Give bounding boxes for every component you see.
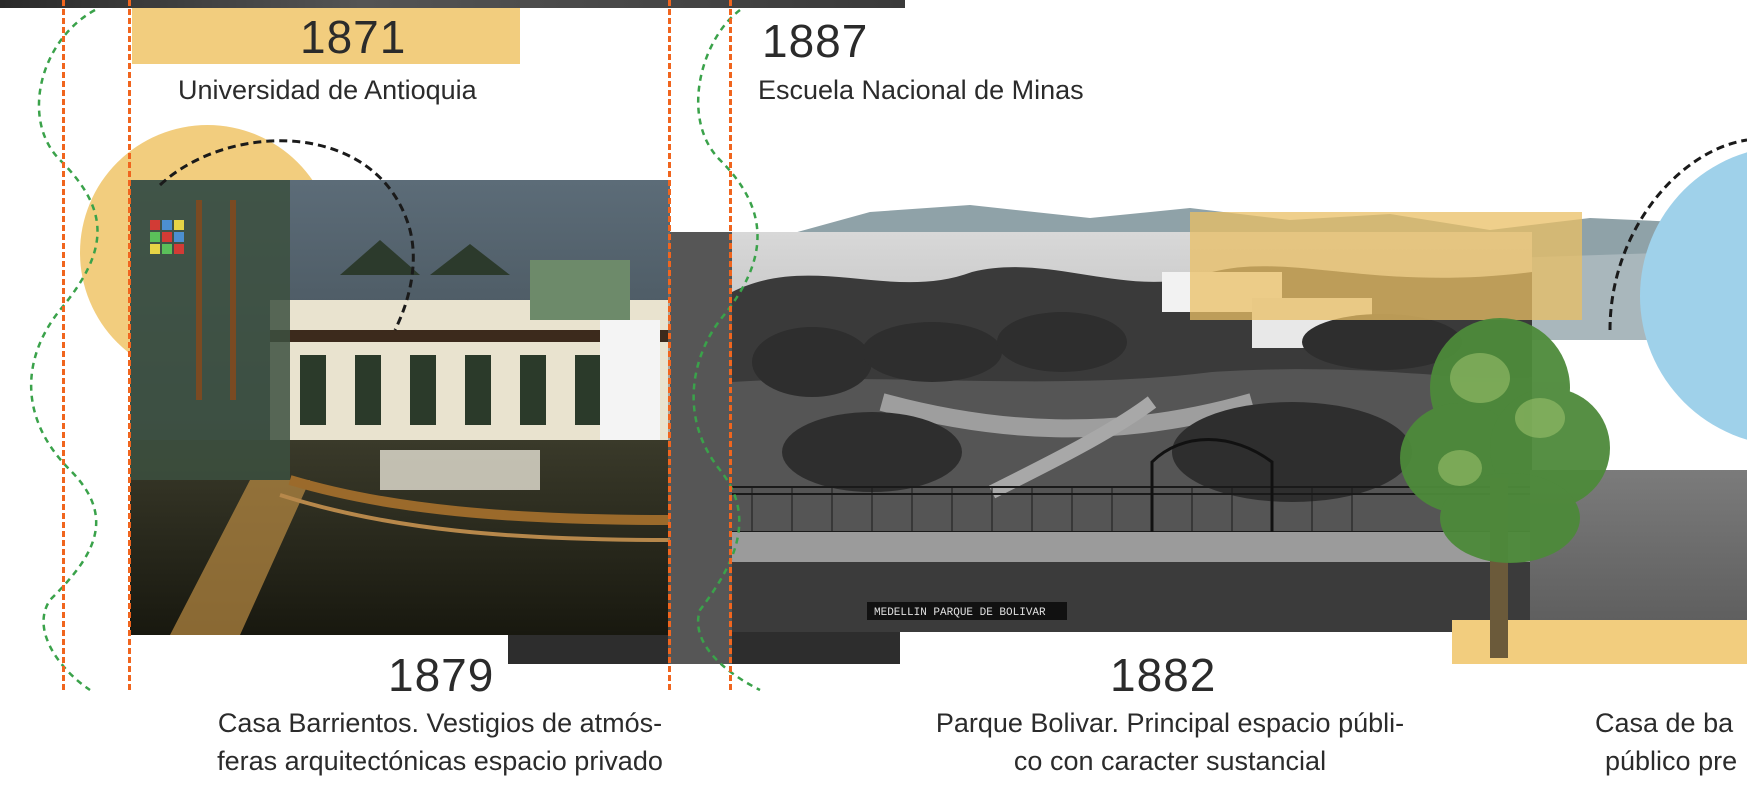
- caption-partial-line-2: público pre: [1605, 746, 1738, 776]
- caption-1879: Casa Barrientos. Vestigios de atmós- fer…: [170, 704, 710, 780]
- photo-casa-barrientos: [130, 180, 670, 635]
- caption-partial-line-1: Casa de ba: [1595, 708, 1734, 738]
- tree-illustration: [1400, 318, 1610, 658]
- caption-1882: Parque Bolivar. Principal espacio públi-…: [875, 704, 1465, 780]
- year-1879: 1879: [388, 649, 495, 701]
- year-1887: 1887: [762, 15, 869, 67]
- timeline-marker-line: [668, 0, 671, 690]
- translucent-strip: [668, 232, 732, 664]
- caption-1882-line-2: co con caracter sustancial: [1013, 746, 1327, 776]
- caption-1879-line-2: feras arquitectónicas espacio privado: [217, 746, 663, 776]
- caption-1882-line-1: Parque Bolivar. Principal espacio públi-: [935, 708, 1405, 738]
- caption-partial: Casa de ba público pre: [1585, 704, 1747, 780]
- year-1882: 1882: [1110, 649, 1217, 701]
- parque-sign-text: MEDELLIN PARQUE DE BOLIVAR: [874, 607, 1046, 619]
- timeline-marker-line: [62, 0, 65, 690]
- title-escuela-nacional-de-minas: Escuela Nacional de Minas: [758, 75, 1084, 105]
- yellow-translucent-block: [1190, 212, 1582, 320]
- caption-1879-line-1: Casa Barrientos. Vestigios de atmós-: [217, 708, 663, 738]
- timeline-marker-line: [729, 0, 732, 690]
- title-universidad-de-antioquia: Universidad de Antioquia: [178, 75, 477, 105]
- timeline-marker-line: [128, 0, 131, 690]
- year-1871: 1871: [300, 11, 407, 63]
- top-strip: [0, 0, 905, 8]
- year-band-1871: [132, 8, 520, 64]
